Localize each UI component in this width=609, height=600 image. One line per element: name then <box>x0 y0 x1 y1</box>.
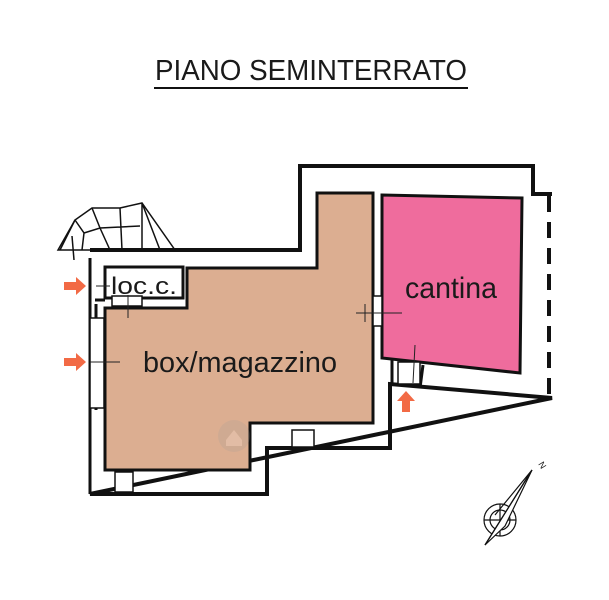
staircase <box>56 202 177 261</box>
compass-icon <box>483 469 533 546</box>
arrow-up-icon <box>397 391 415 412</box>
room-box-magazzino <box>103 191 375 472</box>
level-marks <box>90 285 416 384</box>
door-cantina-ext <box>397 361 421 385</box>
room-loc-c <box>103 265 185 300</box>
window-left <box>89 317 105 409</box>
arrow-right-icon <box>64 277 86 295</box>
label-cantina: cantina <box>405 272 497 305</box>
plan-title: PIANO SEMINTERRATO <box>155 55 467 87</box>
door-cantina <box>372 295 383 327</box>
arrow-right-icon <box>64 353 86 371</box>
door-loc-c <box>111 295 143 307</box>
label-box-magazzino: box/magazzino <box>143 347 337 379</box>
door-bottom-2 <box>114 471 134 493</box>
door-bottom-1 <box>291 429 315 448</box>
entrance-arrows <box>64 277 415 412</box>
compass-north-label: N <box>536 460 548 471</box>
watermark-logo <box>218 420 250 452</box>
label-loc-c: loc.c. <box>111 273 177 300</box>
